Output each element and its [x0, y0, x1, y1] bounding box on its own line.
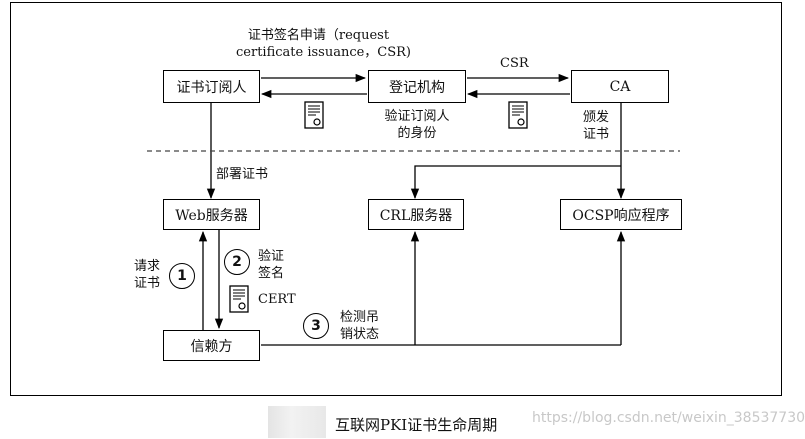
node-ocsp-label: OCSP响应程序: [572, 207, 670, 224]
label-verify-signature: 验证 签名: [258, 248, 284, 282]
certificate-icon: [304, 101, 324, 129]
label-check-revocation-line2: 销状态: [340, 327, 380, 342]
node-crl-server-label: CRL服务器: [379, 207, 453, 224]
label-verify-identity-line2: 的身份: [397, 126, 437, 141]
node-relying-party-label: 信赖方: [190, 338, 233, 355]
figure-caption: 互联网PKI证书生命周期: [335, 416, 498, 434]
node-ra: 登记机构: [368, 70, 466, 103]
node-crl-server: CRL服务器: [368, 199, 464, 230]
certificate-icon: [229, 285, 249, 313]
node-web-server-label: Web服务器: [175, 207, 248, 224]
label-csr-request: 证书签名申请（request certificate issuance，CSR): [236, 27, 412, 61]
label-deploy-cert: 部署证书: [216, 167, 269, 182]
label-issue-cert-line2: 证书: [583, 127, 610, 142]
certificate-icon: [508, 101, 528, 129]
diagram-frame: [10, 2, 782, 396]
node-ca: CA: [571, 70, 669, 103]
arrow-ca-to-crl: [410, 165, 621, 200]
label-csr-request-line2: certificate issuance，CSR): [236, 45, 412, 60]
node-ca-label: CA: [609, 78, 631, 95]
step-3-badge: 3: [303, 313, 329, 339]
label-check-revocation: 检测吊 销状态: [340, 309, 379, 343]
blurred-thumbnail: [268, 406, 326, 438]
label-cert: CERT: [258, 292, 296, 307]
node-subscriber: 证书订阅人: [163, 70, 260, 103]
node-subscriber-label: 证书订阅人: [176, 79, 247, 96]
label-request-cert: 请求 证书: [134, 258, 160, 292]
node-web-server: Web服务器: [163, 199, 260, 230]
label-verify-identity: 验证订阅人 的身份: [374, 108, 460, 142]
label-csr: CSR: [500, 56, 529, 71]
label-issue-cert: 颁发 证书: [583, 109, 609, 143]
label-verify-identity-line1: 验证订阅人: [384, 109, 450, 124]
label-csr-request-line1: 证书签名申请（request: [247, 28, 390, 43]
step-2-badge: 2: [224, 249, 250, 275]
label-request-cert-line2: 证书: [134, 276, 161, 291]
node-ra-label: 登记机构: [389, 79, 445, 96]
label-check-revocation-line1: 检测吊: [340, 310, 380, 325]
label-verify-signature-line2: 签名: [258, 266, 285, 281]
watermark-url: https://blog.csdn.net/weixin_38537730: [532, 410, 805, 426]
node-ocsp: OCSP响应程序: [560, 199, 682, 230]
step-1-badge: 1: [169, 263, 195, 289]
label-request-cert-line1: 请求: [134, 259, 161, 274]
label-verify-signature-line1: 验证: [258, 249, 285, 264]
node-relying-party: 信赖方: [163, 330, 260, 361]
label-issue-cert-line1: 颁发: [583, 110, 610, 125]
